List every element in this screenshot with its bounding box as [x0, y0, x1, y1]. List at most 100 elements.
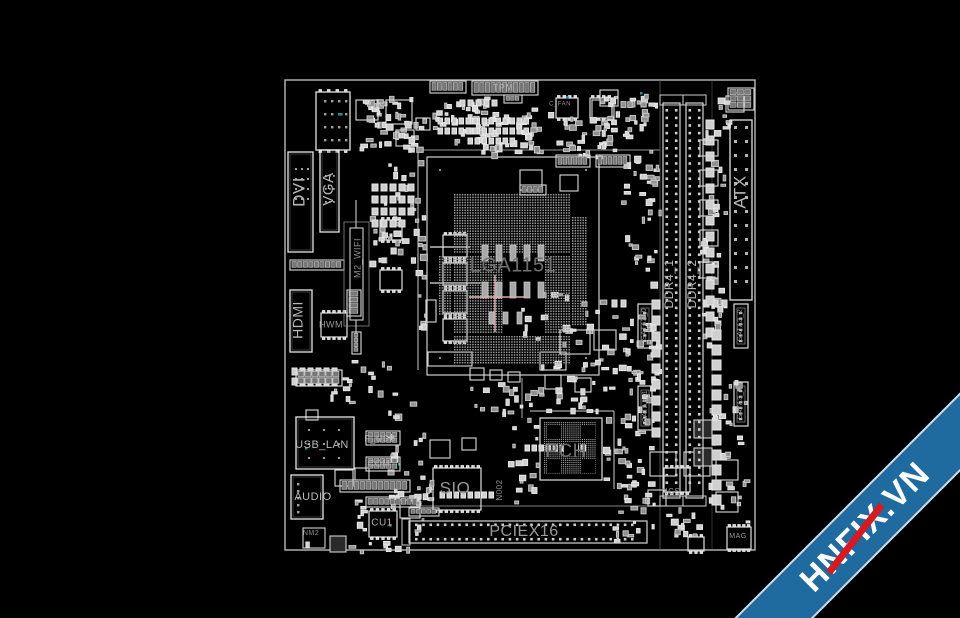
slot-contact: [674, 162, 678, 165]
smd-component: [597, 144, 602, 150]
smd-component: [392, 239, 396, 243]
smd-component: [716, 252, 722, 258]
slot-contact: [697, 443, 701, 446]
component-outline: [425, 299, 437, 323]
smd-component: [548, 111, 555, 119]
smd-component: [357, 514, 361, 519]
slot-contact: [515, 523, 519, 527]
smd-component: [607, 348, 615, 356]
smd-component: [374, 122, 380, 128]
connector-pin: [297, 371, 305, 378]
atx-pin: [734, 252, 737, 255]
slot-contact: [523, 537, 526, 541]
connector-pin: [373, 432, 380, 438]
smd-component: [465, 509, 470, 513]
smd-component: [699, 550, 704, 554]
board-outline: [284, 79, 756, 551]
slot-contact: [674, 116, 678, 120]
smd-component: [602, 344, 610, 351]
connector-pin: [297, 377, 305, 384]
atx-pin: [745, 210, 748, 213]
smd-component: [736, 435, 744, 441]
connector-pin: [505, 96, 510, 101]
smd-component: [398, 219, 406, 228]
slot-contact: [688, 451, 692, 454]
smd-component: [475, 124, 481, 129]
smd-component: [389, 183, 397, 192]
smd-component: [392, 392, 399, 396]
smd-component: [390, 503, 396, 510]
slot-contact: [665, 283, 669, 287]
slot-contact: [523, 523, 526, 527]
pad: [331, 100, 334, 103]
slot-contact: [674, 283, 678, 287]
smd-component: [428, 497, 433, 502]
connector-pin: [367, 458, 374, 464]
connector-pin: [311, 371, 319, 378]
slot-contact: [674, 230, 678, 234]
slot-contact: [697, 458, 701, 462]
slot-contact: [674, 154, 678, 158]
smd-component: [625, 117, 631, 122]
smd-component: [360, 505, 367, 510]
connector-pin: [577, 156, 583, 165]
smd-component: [586, 409, 594, 414]
smd-component: [381, 361, 385, 368]
connector-pin: [341, 481, 348, 490]
smd-component: [618, 364, 627, 372]
slot-contact: [665, 109, 669, 112]
atx-pin: [734, 238, 737, 241]
smd-component: [585, 150, 591, 157]
smd-component: [528, 402, 533, 408]
smd-component: [705, 247, 715, 258]
nm2-chip: [302, 527, 326, 549]
slot-contact: [697, 306, 701, 310]
silkscreen-label-mbat-header: MBAT: [733, 93, 751, 99]
smd-component: [599, 299, 608, 305]
slot-contact: [422, 523, 425, 527]
slot-contact: [616, 537, 620, 541]
slot-contact: [515, 537, 519, 541]
slot-contact: [674, 420, 678, 424]
smd-component: [605, 417, 613, 424]
slot-contact: [697, 367, 701, 370]
smd-component: [631, 415, 637, 422]
smd-component: [422, 118, 428, 124]
smd-component: [351, 359, 359, 364]
smd-component: [562, 95, 566, 99]
slot-contact: [674, 321, 678, 325]
connector-pin: [514, 96, 520, 101]
smd-component: [645, 199, 653, 206]
atx-pin: [745, 196, 748, 199]
slot-contact: [697, 162, 701, 165]
smd-component: [425, 487, 431, 494]
connector-header: [727, 87, 755, 111]
socket-cap: [481, 244, 489, 262]
smd-component: [601, 142, 607, 150]
smd-component: [465, 117, 471, 125]
smd-component: [394, 545, 402, 553]
test-point: [340, 113, 343, 116]
smd-component: [381, 267, 385, 271]
smd-component: [523, 127, 529, 135]
smd-component: [604, 123, 610, 129]
smd-component: [404, 121, 412, 129]
silkscreen-label-cu1-chip: CU1: [371, 518, 393, 529]
smd-component: [474, 491, 480, 499]
component-outline: [559, 174, 579, 192]
smd-component: [488, 137, 494, 145]
smd-component: [523, 117, 529, 125]
smd-component: [369, 260, 377, 268]
smd-component: [480, 110, 489, 116]
slot-contact: [697, 268, 701, 272]
slot-contact: [697, 207, 701, 211]
smd-component: [727, 486, 735, 491]
smd-component: [573, 117, 577, 121]
connector-pin: [431, 82, 437, 91]
connector-pin: [359, 481, 366, 490]
slot-contact: [616, 523, 620, 527]
sata-pin: [643, 323, 647, 326]
smd-component: [599, 101, 606, 105]
smd-component: [453, 491, 459, 499]
smd-component: [656, 340, 661, 347]
